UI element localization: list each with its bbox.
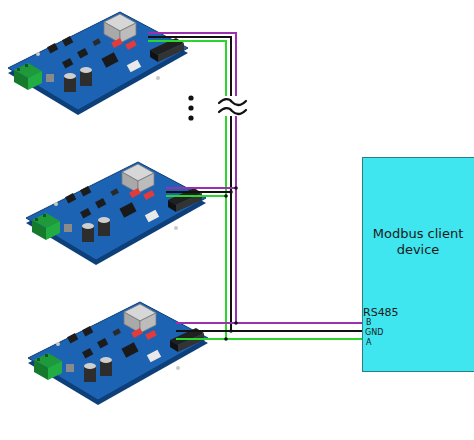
pin-name: B	[366, 319, 372, 327]
client-device-box: Modbus client device	[362, 157, 474, 372]
pin-name: GND	[365, 329, 383, 337]
device-name: Modbus client device	[369, 226, 467, 258]
interface-label: RS485	[363, 307, 399, 318]
pin-name: A	[366, 339, 371, 347]
